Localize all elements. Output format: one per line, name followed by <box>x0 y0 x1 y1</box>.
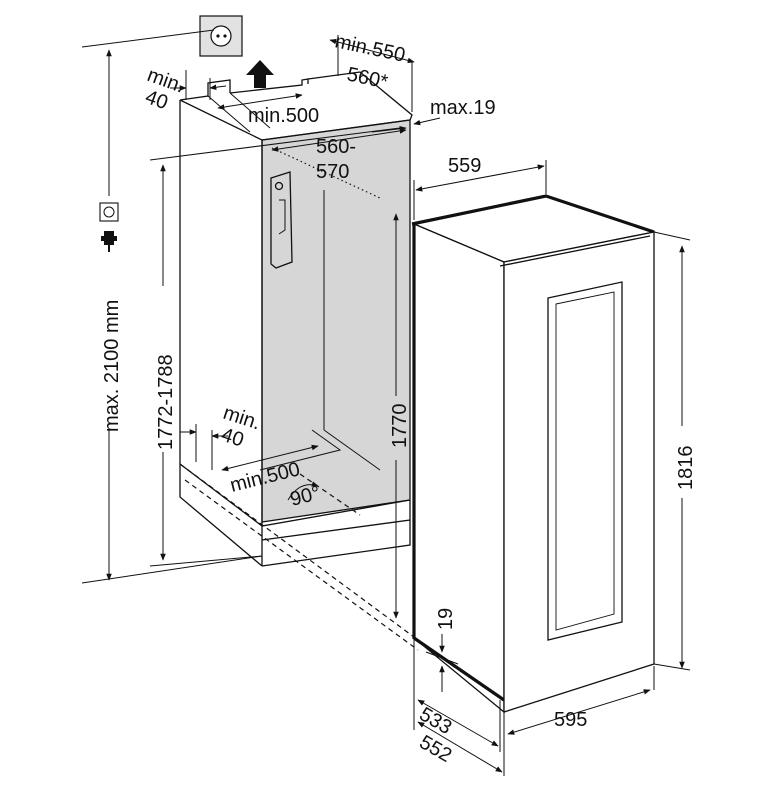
label-width-top: 559 <box>448 155 481 177</box>
label-niche-height: 1772-1788 <box>155 354 177 450</box>
label-depth-total: 552 <box>416 731 456 767</box>
label-top-opening: min.500 <box>248 105 319 127</box>
label-inner-width-line2: 570 <box>316 161 349 183</box>
socket-small-icon <box>99 202 119 222</box>
labels: min.550 560* min. 40 min.500 max.19 560-… <box>101 30 697 767</box>
label-height-front: 1816 <box>675 446 697 491</box>
dimension-lines-appliance <box>393 160 691 776</box>
appliance <box>411 194 657 714</box>
label-inner-width-line1: 560- <box>316 136 356 158</box>
label-height-back: 1770 <box>389 404 411 449</box>
label-door-offset: 19 <box>435 608 457 630</box>
door-window <box>547 281 623 641</box>
label-depth-body: 533 <box>416 703 456 739</box>
plug-icon <box>101 231 117 252</box>
niche <box>179 71 419 651</box>
label-total-height: max. 2100 mm <box>101 300 123 432</box>
label-top-depth-star: 560* <box>345 63 390 93</box>
label-top-depth-min: min.550 <box>333 30 407 66</box>
label-wall-gap: max.19 <box>430 97 496 119</box>
dimension-lines-niche <box>81 29 441 584</box>
label-width: 595 <box>554 709 587 731</box>
hinge-bracket <box>270 171 293 269</box>
socket-icon <box>199 15 243 57</box>
ventilation-arrow-icon <box>246 60 274 88</box>
